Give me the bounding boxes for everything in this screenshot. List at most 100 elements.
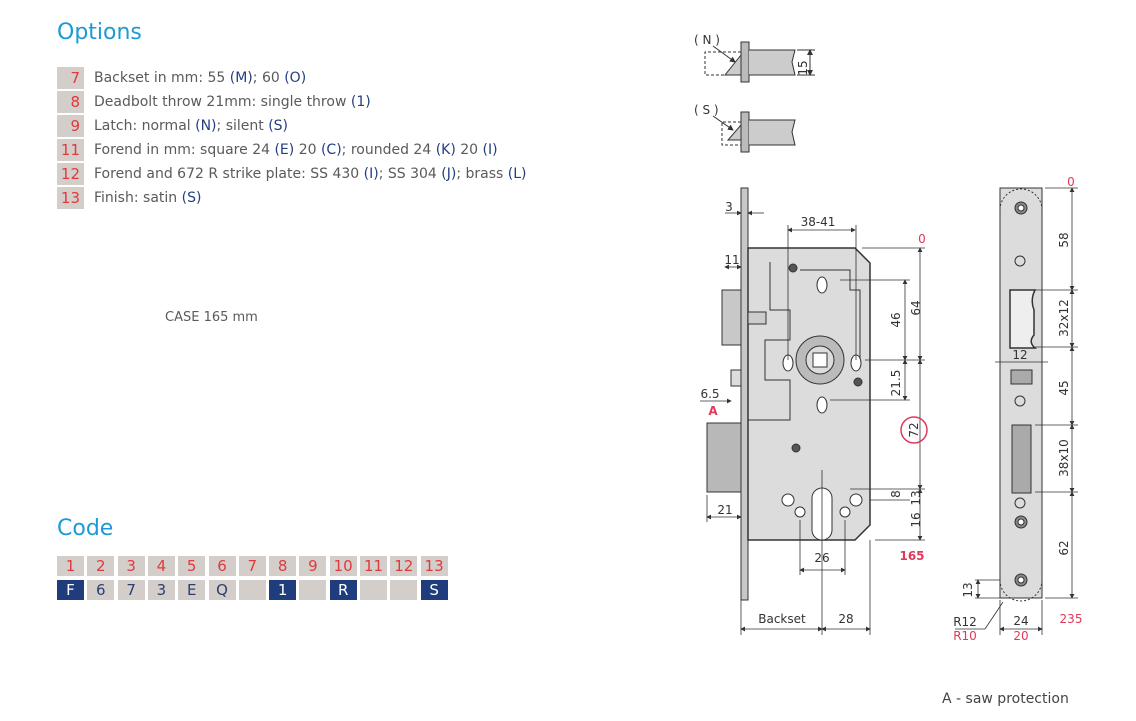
lock-dimension-lines	[700, 210, 925, 635]
dim-38-41: 38-41	[801, 215, 836, 229]
code-position: 3	[117, 556, 145, 576]
option-row: 11 Forend in mm: square 24 (E) 20 (C); ro…	[57, 139, 498, 161]
code-value: 3	[147, 580, 175, 600]
option-text: Latch: normal (N); silent (S)	[94, 118, 288, 134]
lock-zero: 0	[918, 232, 926, 246]
option-text: Deadbolt throw 21mm: single throw (1)	[94, 94, 371, 110]
dim-6-5: 6.5	[700, 387, 719, 401]
code-position: 2	[87, 556, 115, 576]
code-position: 7	[238, 556, 266, 576]
option-code: (M)	[229, 70, 253, 86]
code-value	[299, 580, 327, 600]
dim-21: 21	[717, 503, 732, 517]
code-value	[390, 580, 418, 600]
option-code: (S)	[268, 118, 289, 134]
code-position: 1	[57, 556, 84, 576]
option-row: 8 Deadbolt throw 21mm: single throw (1)	[57, 91, 371, 113]
option-number: 13	[57, 187, 84, 209]
dim-3: 3	[725, 200, 733, 214]
option-text-segment: 20	[455, 142, 483, 158]
option-text-segment: Finish: satin	[94, 190, 182, 206]
dim-58: 58	[1057, 232, 1071, 247]
option-row: 13 Finish: satin (S)	[57, 187, 201, 209]
option-code: (C)	[320, 142, 342, 158]
dim-38x10: 38x10	[1057, 439, 1071, 477]
radius-r10: R10	[953, 629, 977, 643]
option-text-segment: ; silent	[216, 118, 269, 134]
radius-r12: R12	[953, 615, 977, 629]
option-text-segment: ; brass	[456, 166, 508, 182]
option-code: (1)	[350, 94, 371, 110]
option-text: Forend in mm: square 24 (E) 20 (C); roun…	[94, 142, 498, 158]
option-code: (I)	[363, 166, 379, 182]
code-position: 6	[208, 556, 236, 576]
dim-32x12: 32x12	[1057, 299, 1071, 337]
dim-21-5: 21.5	[889, 370, 903, 397]
option-text-segment: Deadbolt throw 21mm: single throw	[94, 94, 351, 110]
code-value: E	[178, 580, 206, 600]
dim-72: 72	[907, 422, 921, 437]
marker-a: A	[708, 404, 718, 418]
option-code: (N)	[195, 118, 217, 134]
option-number: 7	[57, 67, 84, 89]
case-height-165: 165	[899, 549, 924, 563]
dim-12: 12	[1012, 348, 1027, 362]
code-value: 1	[269, 580, 297, 600]
dim-64: 64	[909, 300, 923, 315]
strike-zero: 0	[1067, 175, 1075, 189]
option-number: 11	[57, 139, 84, 161]
strike-length-235: 235	[1060, 612, 1083, 626]
option-code: (K)	[435, 142, 456, 158]
option-row: 9 Latch: normal (N); silent (S)	[57, 115, 288, 137]
strike-dimension-lines	[955, 187, 1078, 635]
option-code: (J)	[441, 166, 457, 182]
width-24: 24	[1013, 614, 1028, 628]
code-value: 6	[87, 580, 115, 600]
dim-strike-13: 13	[961, 582, 975, 597]
option-code: (E)	[274, 142, 295, 158]
option-text-segment: Latch: normal	[94, 118, 196, 134]
option-number: 9	[57, 115, 84, 137]
option-text-segment: 20	[294, 142, 321, 158]
code-value: R	[329, 580, 357, 600]
code-position: 4	[147, 556, 175, 576]
option-code: (S)	[181, 190, 202, 206]
code-position: 8	[269, 556, 297, 576]
dim-26: 26	[814, 551, 829, 565]
code-heading: Code	[57, 516, 114, 541]
dim-62: 62	[1057, 540, 1071, 555]
option-text-segment: Forend in mm: square 24	[94, 142, 275, 158]
dim-11: 11	[724, 253, 739, 267]
option-text-segment: ; rounded 24	[341, 142, 436, 158]
option-number: 12	[57, 163, 84, 185]
option-text: Backset in mm: 55 (M); 60 (O)	[94, 70, 306, 86]
option-number: 8	[57, 91, 84, 113]
latch-silent-diagram	[712, 111, 796, 153]
code-position: 5	[178, 556, 206, 576]
dim-16: 16	[909, 512, 923, 527]
lock-body-drawing	[706, 187, 871, 601]
option-row: 7 Backset in mm: 55 (M); 60 (O)	[57, 67, 306, 89]
option-code: (I)	[482, 142, 498, 158]
option-text-segment: ; SS 304	[378, 166, 442, 182]
option-code: (O)	[284, 70, 307, 86]
latch-normal-diagram	[704, 41, 815, 83]
dim-8: 8	[889, 490, 903, 498]
dim-backset: Backset	[758, 612, 806, 626]
latch-s-label: ( S )	[694, 103, 719, 117]
option-text: Forend and 672 R strike plate: SS 430 (I…	[94, 166, 527, 182]
option-text: Finish: satin (S)	[94, 190, 201, 206]
code-value: F	[57, 580, 84, 600]
option-code: (L)	[507, 166, 527, 182]
code-value: 7	[117, 580, 145, 600]
option-text-segment: ; 60	[252, 70, 285, 86]
code-position: 12	[390, 556, 418, 576]
code-position: 9	[299, 556, 327, 576]
code-value	[238, 580, 266, 600]
option-row: 12 Forend and 672 R strike plate: SS 430 …	[57, 163, 527, 185]
code-value	[360, 580, 387, 600]
option-text-segment: Forend and 672 R strike plate: SS 430	[94, 166, 364, 182]
code-value: Q	[208, 580, 236, 600]
footnote: A - saw protection	[942, 691, 1069, 707]
